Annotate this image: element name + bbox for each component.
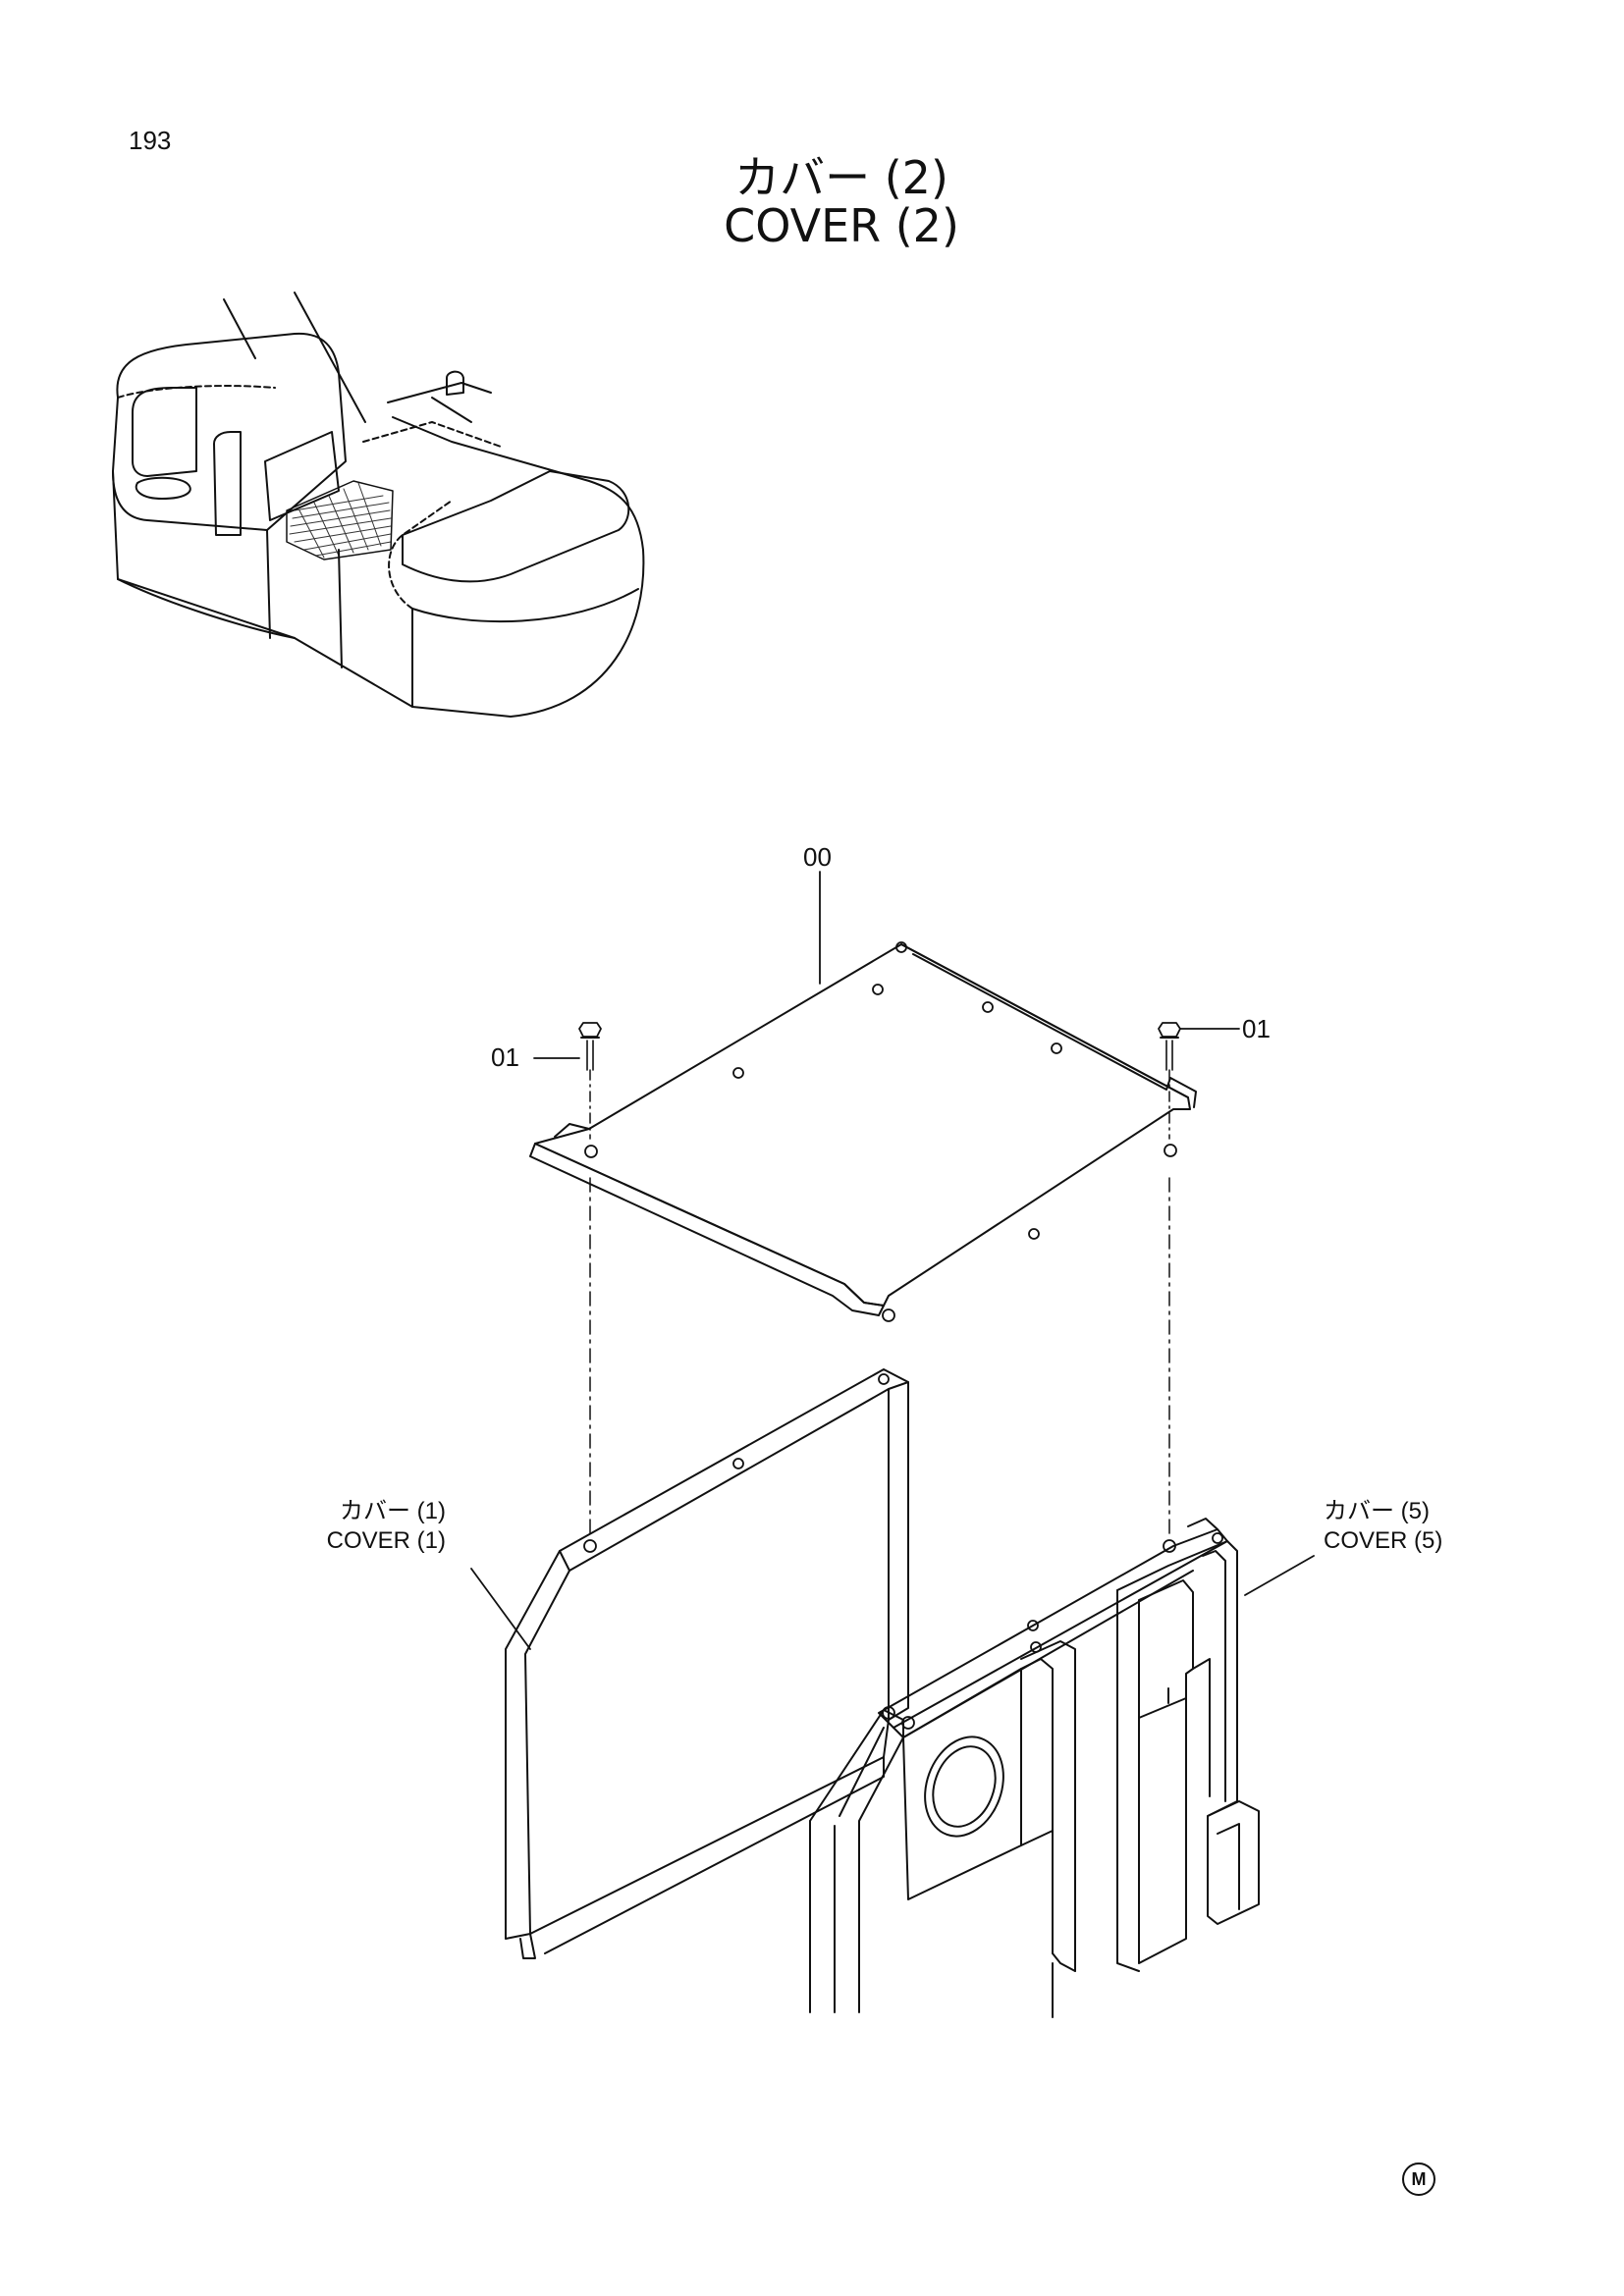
- callout-cover-1-en: COVER (1): [326, 1527, 446, 1554]
- callout-cover-5-en: COVER (5): [1324, 1527, 1443, 1554]
- cover-5-frame: [809, 1518, 1315, 2018]
- callout-cover-1-ja: カバー (1): [340, 1498, 446, 1524]
- bolt-right: [1158, 1022, 1240, 1140]
- machine-overview: [112, 292, 645, 718]
- title-english: COVER (2): [724, 199, 959, 252]
- bolt-left: [533, 1022, 602, 1140]
- callout-cover-5: カバー (5) COVER (5): [1324, 1497, 1461, 1556]
- assembly-lines: [589, 1177, 1170, 1537]
- cover-1-frame: [470, 1368, 909, 1959]
- title-japanese: カバー (2): [734, 151, 948, 204]
- footer-mark: M: [1402, 2163, 1435, 2196]
- callout-cover-5-ja: カバー (5): [1324, 1498, 1430, 1524]
- callout-cover-1: カバー (1) COVER (1): [318, 1497, 446, 1556]
- label-bolt-right: 01: [1242, 1014, 1271, 1043]
- cover-plate-00: [529, 871, 1197, 1322]
- label-bolt-left: 01: [491, 1042, 519, 1072]
- page-number: 193: [129, 126, 172, 155]
- label-main-cover: 00: [803, 842, 832, 872]
